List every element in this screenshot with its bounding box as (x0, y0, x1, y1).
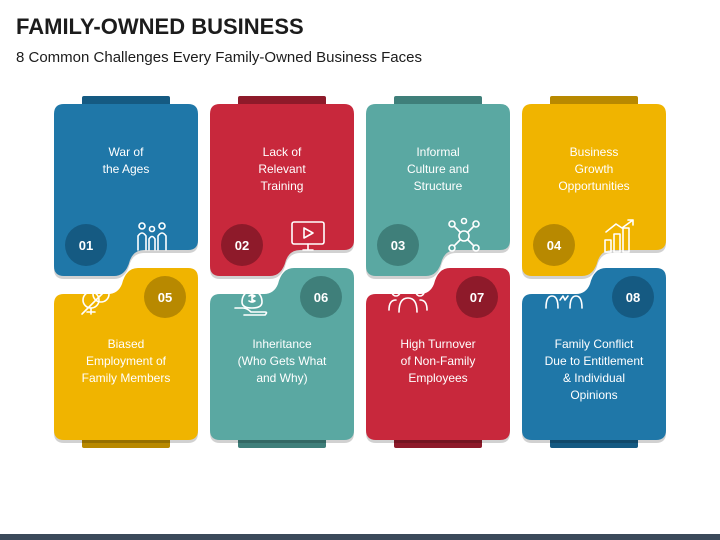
challenge-text-line: Employees (408, 371, 468, 385)
challenge-card-01: War of the Ages 01 (54, 96, 198, 279)
challenge-text-line: Inheritance (252, 337, 312, 351)
page-subtitle: 8 Common Challenges Every Family-Owned B… (16, 49, 422, 66)
challenge-text-line: Structure (413, 179, 463, 193)
network-structure-icon (444, 216, 484, 256)
challenge-text-line: the Ages (102, 162, 150, 176)
challenge-text-line: Informal (416, 145, 460, 159)
challenge-text-line: Growth (574, 162, 614, 176)
page-title: FAMILY-OWNED BUSINESS (16, 14, 304, 39)
challenge-text-line: Opinions (570, 388, 618, 402)
challenge-text-line: Training (260, 179, 304, 193)
number-badge: 02 (221, 224, 263, 266)
challenge-text-line: & Individual (562, 371, 626, 385)
challenge-text-line: (Who Gets What (237, 354, 327, 368)
challenge-text-line: of Non-Family (400, 354, 476, 368)
money-bag-hand-icon (232, 278, 272, 318)
number-badge: 01 (65, 224, 107, 266)
number-badge: 05 (144, 276, 186, 318)
number-badge: 08 (612, 276, 654, 318)
number-badge: 07 (456, 276, 498, 318)
challenge-text-line: Family Conflict (554, 337, 634, 351)
number-badge: 06 (300, 276, 342, 318)
footer-bar (0, 534, 720, 540)
challenge-text: Inheritance (Who Gets What and Why) (216, 336, 348, 387)
challenge-text-line: Lack of (262, 145, 302, 159)
challenge-text-line: Culture and (406, 162, 470, 176)
challenge-text-line: Biased (107, 337, 145, 351)
employees-group-icon (388, 278, 428, 318)
challenge-card-06: Inheritance (Who Gets What and Why) 06 (210, 268, 354, 448)
challenge-text-line: High Turnover (400, 337, 476, 351)
challenge-text-line: Employment of (85, 354, 167, 368)
growth-chart-icon (600, 216, 640, 256)
conflict-icon (544, 278, 584, 318)
challenge-text: War of the Ages (60, 144, 192, 178)
training-screen-icon (288, 216, 328, 256)
challenge-text-line: Relevant (258, 162, 306, 176)
challenge-text-line: Due to Entitlement (544, 354, 644, 368)
family-icon (132, 216, 172, 256)
challenge-text-line: War of (108, 145, 144, 159)
challenge-text-line: and Why) (256, 371, 308, 385)
number-badge: 03 (377, 224, 419, 266)
challenge-text-line: Business (569, 145, 619, 159)
gender-bias-icon (76, 278, 116, 318)
number-badge: 04 (533, 224, 575, 266)
challenge-text-line: Opportunities (558, 179, 630, 193)
challenge-text-line: Family Members (81, 371, 171, 385)
